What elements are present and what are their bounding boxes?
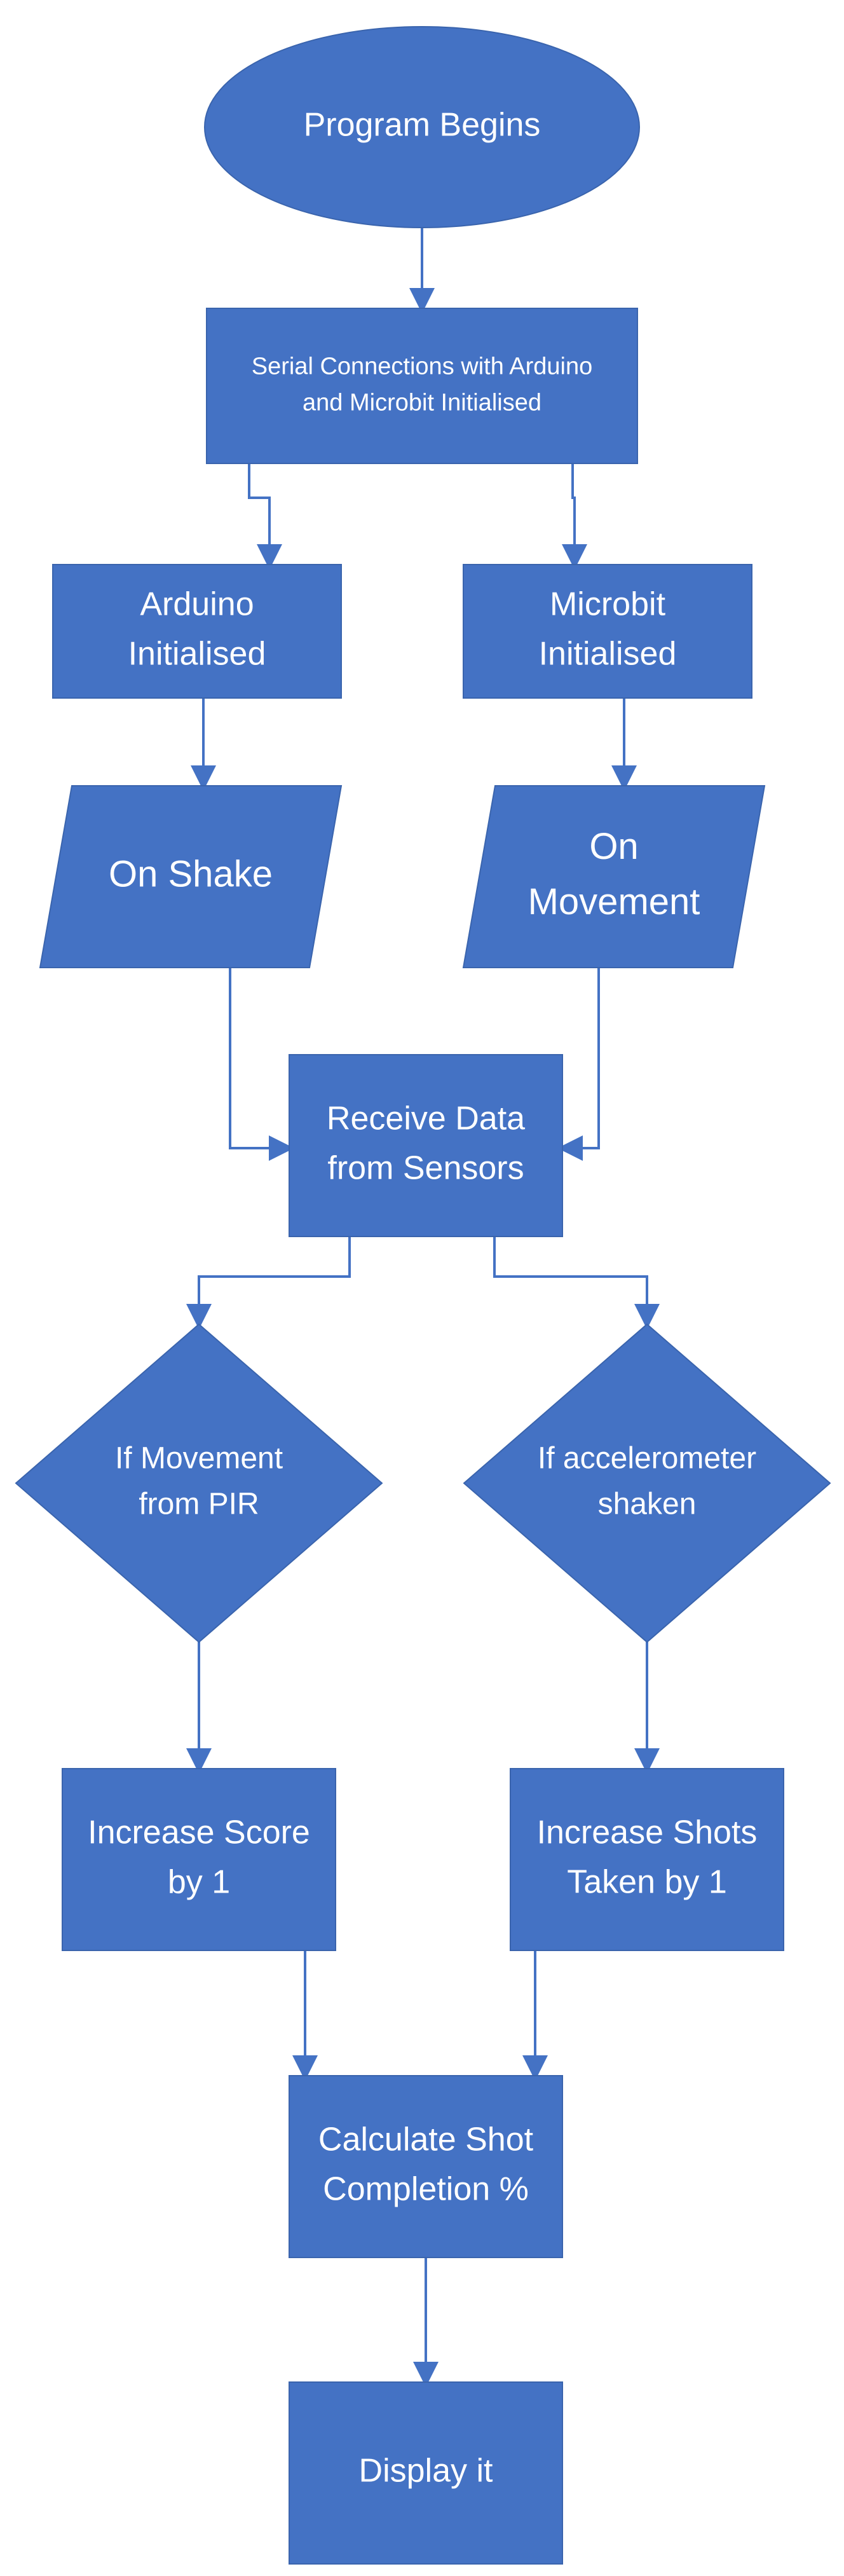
decision-shape [463,1323,831,1643]
arrow-receive-to-if-accel [493,1237,660,1329]
node-label: Program Begins [304,107,541,144]
connectors [186,228,660,2387]
arrow-on-movement-to-receive [557,968,600,1161]
node-serial: Serial Connections with Arduino and Micro… [206,308,638,464]
node-label: Display it [359,2453,493,2490]
node-label: Initialised [539,636,677,673]
node-label: Increase Shots [537,1814,758,1851]
process-shape [289,1054,563,1237]
process-shape [62,1768,336,1951]
node-label: Increase Score [88,1814,310,1851]
node-label: Completion % [323,2171,529,2208]
process-shape [463,564,752,699]
arrow-serial-to-microbit [562,463,587,570]
node-label: shaken [598,1488,697,1521]
node-label: Arduino [140,586,254,623]
node-label: by 1 [168,1864,230,1901]
node-display: Display it [289,2381,563,2565]
node-label: Initialised [128,636,266,673]
node-label: Serial Connections with Arduino [252,353,593,380]
node-if-pir: If Movement from PIR [15,1323,383,1643]
process-shape [510,1768,784,1951]
node-label: If accelerometer [538,1442,756,1476]
arrow-receive-to-if-pir [186,1237,351,1329]
node-label: from PIR [139,1488,259,1521]
io-shape [39,785,343,968]
node-label: If Movement [115,1442,283,1476]
process-shape [52,564,342,699]
node-label: Movement [528,881,700,922]
node-label: from Sensors [327,1150,524,1187]
node-label: Receive Data [327,1100,525,1137]
process-shape [289,2075,563,2258]
node-label: and Microbit Initialised [303,390,541,416]
node-receive: Receive Data from Sensors [289,1054,563,1237]
process-shape [289,2381,563,2565]
decision-shape [15,1323,383,1643]
node-label: Calculate Shot [318,2121,534,2158]
arrow-serial-to-arduino [248,463,282,570]
node-label: On Shake [109,853,273,894]
node-inc-score: Increase Score by 1 [62,1768,336,1951]
node-on-shake: On Shake [39,785,343,968]
arrow-on-shake-to-receive [229,968,294,1161]
io-shape [462,785,766,968]
node-if-accel: If accelerometer shaken [463,1323,831,1643]
node-label: On [589,826,638,867]
process-shape [206,308,638,464]
node-label: Taken by 1 [567,1864,727,1901]
node-start: Program Begins [204,26,640,228]
node-label: Microbit [550,586,666,623]
terminal-shape [204,26,640,228]
